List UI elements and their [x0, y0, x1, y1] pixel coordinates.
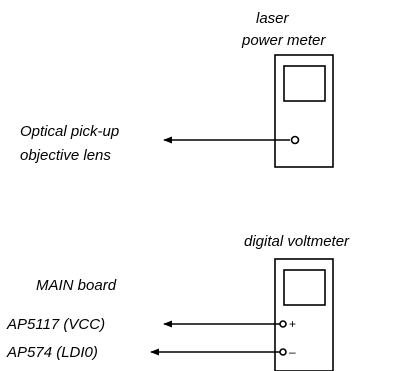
voltmeter-plus-terminal — [279, 320, 287, 328]
power-meter-body — [274, 54, 334, 168]
power-meter-title-line2: power meter — [241, 32, 326, 49]
voltmeter-title: digital voltmeter — [244, 233, 350, 250]
laser-power-meter: laser power meter — [241, 10, 334, 168]
voltmeter-display — [283, 269, 326, 306]
voltmeter-plus-symbol: + — [289, 317, 296, 331]
main-board-label: MAIN board — [36, 277, 117, 294]
optical-pickup-label-line2: objective lens — [20, 147, 111, 164]
ldi-test-point-label: AP574 (LDI0) — [6, 344, 98, 361]
optical-pickup-label-line1: Optical pick-up — [20, 123, 119, 140]
power-meter-display — [283, 65, 326, 102]
digital-voltmeter: digital voltmeter + – — [244, 233, 350, 371]
power-meter-sensor-terminal — [290, 135, 300, 145]
vcc-test-point-label: AP5117 (VCC) — [6, 316, 105, 333]
power-meter-title-line1: laser — [256, 10, 290, 27]
main-board-connection: MAIN board AP5117 (VCC) AP574 (LDI0) — [6, 277, 280, 361]
optical-pickup-connection: Optical pick-up objective lens — [20, 123, 290, 164]
voltmeter-minus-symbol: – — [289, 345, 296, 359]
voltmeter-minus-terminal — [279, 348, 287, 356]
voltmeter-body — [274, 258, 334, 371]
